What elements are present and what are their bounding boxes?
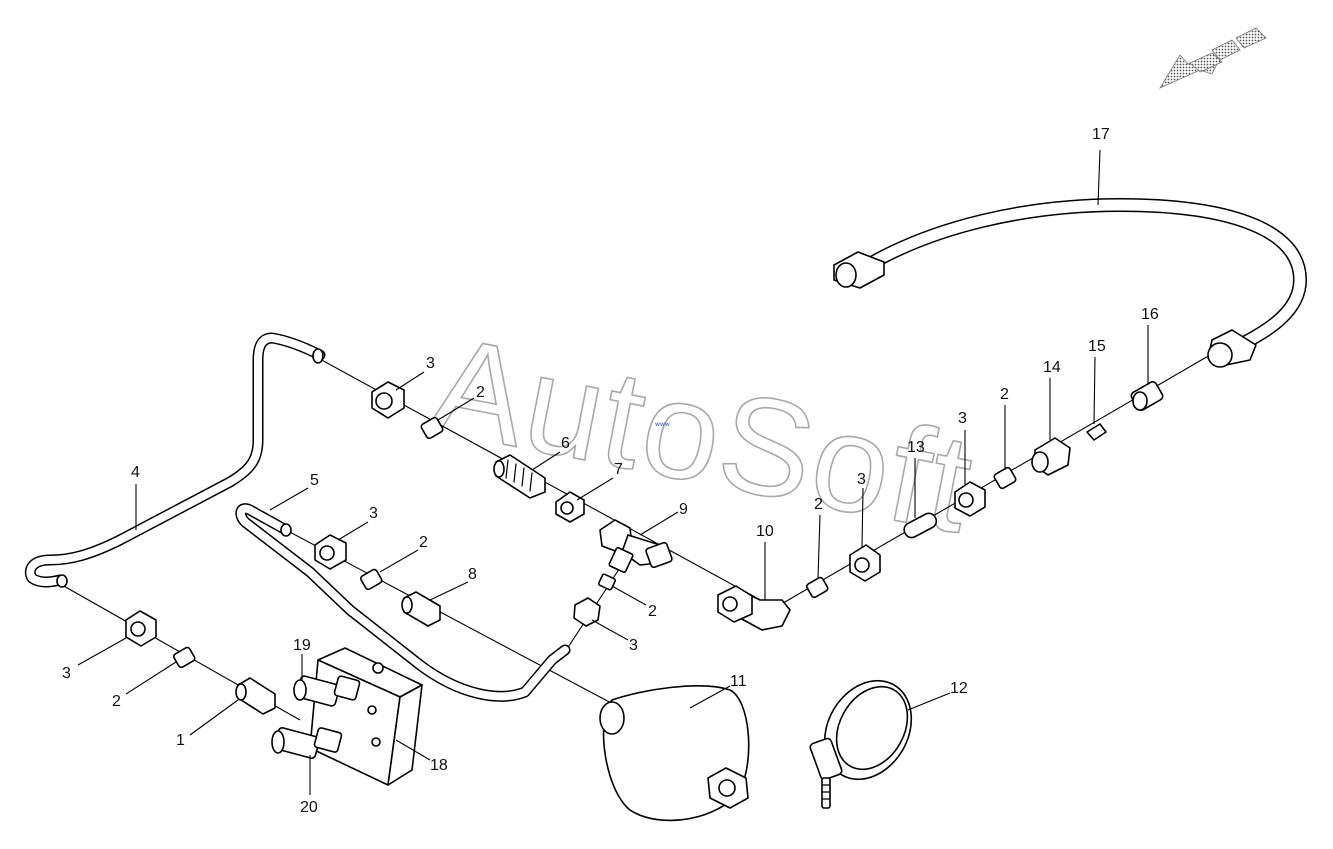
sleeve-2-lower-left	[173, 646, 196, 669]
sleeve-2-upper	[420, 416, 444, 440]
callout-9: 9	[679, 501, 688, 518]
nut-3-right	[954, 481, 986, 517]
accumulator-11	[599, 685, 750, 822]
watermark-subtext: www	[655, 421, 670, 428]
sleeve-2-mid	[360, 568, 383, 591]
sleeve-2-right	[993, 466, 1017, 490]
elbow-10	[717, 585, 791, 631]
adapter-1	[235, 677, 276, 715]
nut-3-center-right	[849, 544, 881, 582]
callout-16: 16	[1141, 306, 1159, 323]
callout-2-b: 2	[814, 496, 823, 513]
nut-3-lower-left	[125, 610, 157, 647]
sleeve-2-lower	[597, 573, 617, 591]
sleeve-2-center-right	[806, 576, 829, 599]
callout-15: 15	[1088, 338, 1106, 355]
callout-17: 17	[1092, 126, 1110, 143]
callout-11: 11	[730, 673, 747, 690]
direction-arrow-icon	[1158, 27, 1267, 89]
nut-3-lower	[573, 597, 601, 627]
callout-4: 4	[131, 464, 140, 481]
callout-3-a: 3	[958, 410, 967, 427]
clamp-12	[809, 679, 913, 809]
callout-19: 19	[293, 637, 311, 654]
washer-15	[1086, 423, 1107, 441]
nut-3-upper	[371, 381, 405, 419]
hose-17	[833, 198, 1307, 368]
callout-2-d: 2	[419, 534, 428, 551]
tee-9	[599, 519, 673, 574]
sensor-19	[293, 675, 361, 707]
callout-1: 1	[176, 732, 185, 749]
callout-5: 5	[310, 472, 319, 489]
nut-7	[555, 491, 585, 523]
adapter-16	[1130, 381, 1164, 411]
callout-2-f: 2	[112, 693, 121, 710]
callout-2-a: 2	[1000, 386, 1009, 403]
manifold-block-18	[309, 647, 423, 786]
callout-6: 6	[561, 435, 570, 452]
callout-13: 13	[907, 439, 925, 456]
callout-3-c: 3	[426, 355, 435, 372]
callout-3-b: 3	[857, 471, 866, 488]
callout-14: 14	[1043, 359, 1061, 376]
callout-2-e: 2	[648, 603, 657, 620]
callout-labels: 17 16 15 14 2 3 13 3 2 10 9 7 6 2 3 4 5 …	[62, 126, 1159, 816]
tube-13	[903, 512, 938, 539]
tube-4	[24, 332, 326, 588]
tube-5	[235, 503, 571, 702]
callout-2-c: 2	[476, 384, 485, 401]
callout-12: 12	[950, 680, 968, 697]
sensor-20	[271, 727, 343, 759]
watermark: AutoSoft www	[420, 307, 986, 564]
callout-18: 18	[430, 757, 448, 774]
adapter-14	[1031, 437, 1071, 476]
callout-10: 10	[756, 523, 774, 540]
callout-3-d: 3	[369, 505, 378, 522]
callout-3-f: 3	[62, 665, 71, 682]
callout-3-e: 3	[629, 637, 638, 654]
watermark-text: AutoSoft	[421, 307, 986, 562]
leader-lines	[77, 149, 1149, 795]
bulkhead-6	[493, 454, 546, 499]
callout-8: 8	[468, 566, 477, 583]
nut-3-mid	[314, 534, 347, 570]
callout-20: 20	[300, 799, 318, 816]
callout-7: 7	[614, 461, 623, 478]
adapter-8	[401, 591, 441, 627]
